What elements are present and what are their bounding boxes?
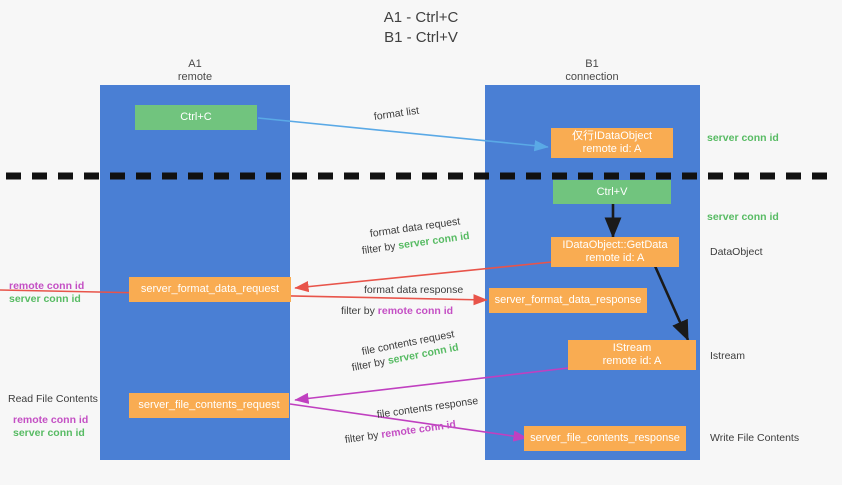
arrow-getdata-to-istream — [653, 265, 690, 342]
box-ctrl-c[interactable]: Ctrl+C — [135, 105, 257, 130]
annotation-server-conn-id-top: server conn id — [707, 132, 779, 144]
box-istream[interactable]: IStream remote id: A — [568, 340, 696, 370]
box-ctrl-c-label: Ctrl+C — [180, 111, 212, 123]
box-server-format-data-request[interactable]: server_format_data_request — [129, 277, 291, 302]
annotation-server-conn-id-2: server conn id — [13, 427, 85, 439]
box-server-format-data-request-label: server_format_data_request — [140, 283, 280, 295]
box-server-file-contents-response-label: server_file_contents_response — [530, 432, 680, 444]
box-idataobject[interactable]: 仅行IDataObject remote id: A — [551, 128, 673, 158]
filter-value-remote-conn-id-1: remote conn id — [377, 305, 454, 317]
lane-header-a1: A1 remote — [135, 58, 255, 84]
box-ctrl-v-label: Ctrl+V — [596, 185, 628, 198]
label-format-data-response-filter: filter by remote conn id — [341, 305, 453, 318]
diagram-title: A1 - Ctrl+C B1 - Ctrl+V — [0, 8, 842, 48]
title-line-1: A1 - Ctrl+C — [383, 9, 459, 26]
box-server-file-contents-request[interactable]: server_file_contents_request — [129, 393, 289, 418]
annotation-server-conn-id-1: server conn id — [9, 293, 81, 305]
box-getdata-line2: remote id: A — [585, 252, 645, 264]
box-istream-line2: remote id: A — [602, 355, 662, 367]
lane-a1-name: A1 — [188, 58, 202, 70]
annotation-read-file-contents: Read File Contents — [8, 393, 98, 405]
annotation-write-file-contents: Write File Contents — [710, 432, 800, 444]
box-getdata-line1: IDataObject::GetData — [562, 239, 668, 251]
filter-prefix-2: filter by — [341, 305, 378, 317]
box-server-file-contents-request-label: server_file_contents_request — [138, 399, 280, 411]
arrow-file-contents-response — [289, 403, 528, 442]
box-istream-line1: IStream — [612, 342, 652, 354]
annotation-server-conn-id-mid: server conn id — [707, 211, 779, 223]
arrow-format-list — [257, 117, 549, 152]
annotation-remote-conn-id-2: remote conn id — [13, 414, 89, 426]
lane-b1-sub: connection — [565, 71, 619, 83]
lane-header-b1: B1 connection — [532, 58, 652, 84]
title-line-2: B1 - Ctrl+V — [384, 29, 458, 46]
arrow-format-data-request — [294, 261, 553, 293]
annotation-remote-conn-id-1: remote conn id — [9, 280, 85, 292]
annotation-dataobject: DataObject — [710, 246, 763, 258]
arrow-file-contents-request — [294, 367, 569, 404]
box-server-file-contents-response[interactable]: server_file_contents_response — [524, 426, 686, 451]
annotation-istream: Istream — [710, 350, 746, 362]
lane-a1-sub: remote — [177, 71, 213, 83]
box-ctrl-v[interactable]: Ctrl+V — [553, 180, 671, 204]
label-format-data-response: format data response — [364, 284, 464, 296]
box-idataobject-line2: remote id: A — [582, 143, 642, 155]
box-server-format-data-response-label: server_format_data_response — [494, 294, 642, 306]
box-server-format-data-response[interactable]: server_format_data_response — [489, 288, 647, 313]
box-idataobject-getdata[interactable]: IDataObject::GetData remote id: A — [551, 237, 679, 267]
box-idataobject-line1: 仅行IDataObject — [571, 130, 653, 142]
lane-b1-name: B1 — [585, 58, 599, 70]
